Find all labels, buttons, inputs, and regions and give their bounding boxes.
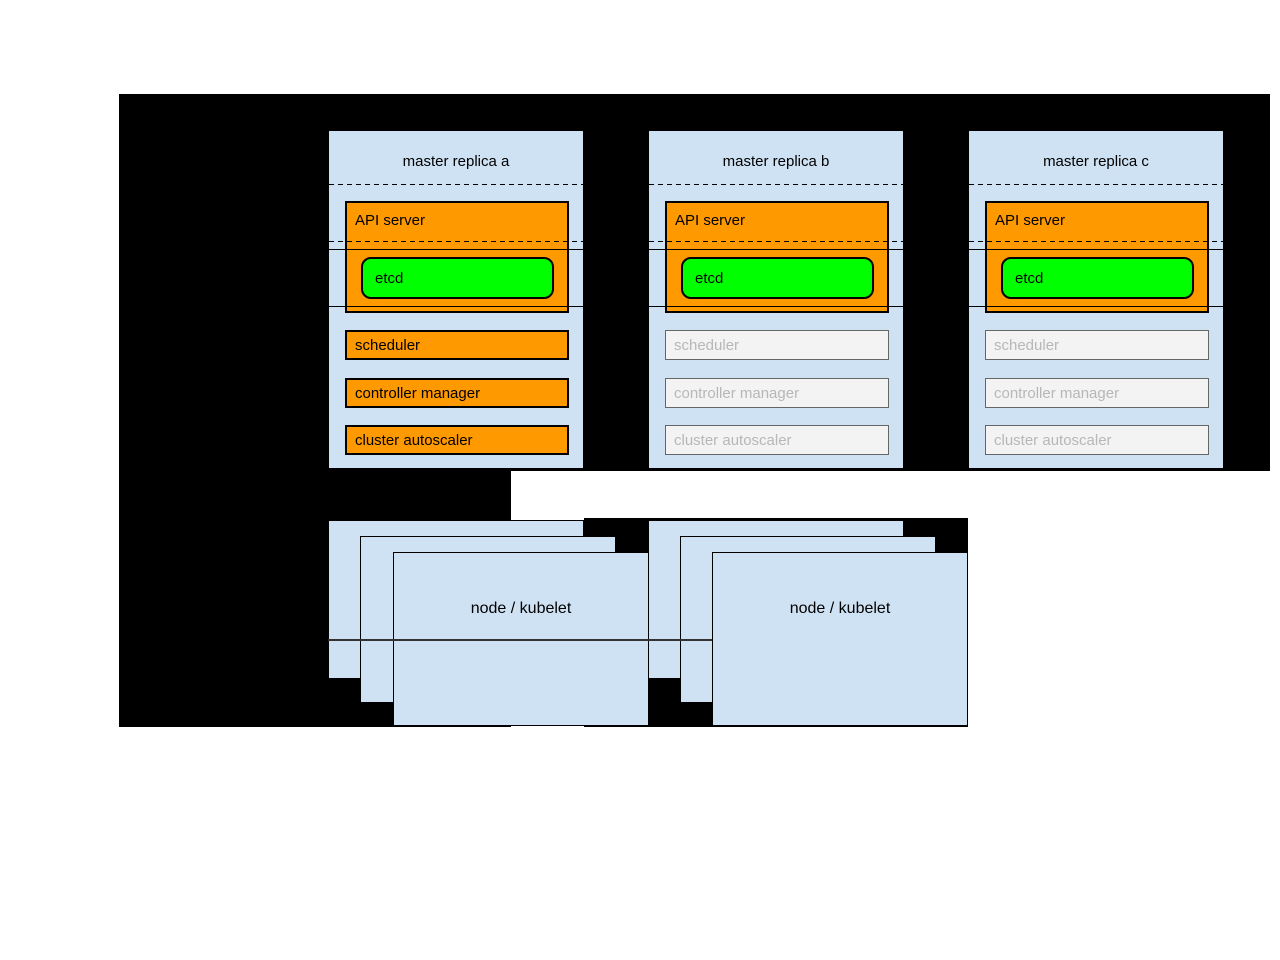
- etcd-lane-top-line: [649, 249, 903, 250]
- scheduler-box-inactive: scheduler: [985, 330, 1209, 360]
- etcd-lane-top-line: [969, 249, 1223, 250]
- controller-manager-box: controller manager: [345, 378, 569, 408]
- scheduler-label: scheduler: [674, 336, 740, 354]
- master-replica-title: master replica a: [402, 153, 510, 170]
- title-divider-dashed-line: [329, 184, 583, 185]
- node-kubelet-label: node / kubelet: [789, 600, 891, 617]
- node-box-front: node / kubelet: [712, 552, 968, 726]
- etcd-lane-bottom-line: [649, 306, 903, 307]
- api-lane-dashed-line: [649, 241, 903, 242]
- api-lane-dashed-line: [969, 241, 1223, 242]
- master-replica-title: master replica c: [1043, 153, 1149, 170]
- cluster-autoscaler-label: cluster autoscaler: [994, 431, 1112, 449]
- cluster-autoscaler-box: cluster autoscaler: [345, 425, 569, 455]
- master-replica-c-panel: master replica c API server etcd schedul…: [968, 130, 1224, 469]
- master-replica-b-panel: master replica b API server etcd schedul…: [648, 130, 904, 469]
- scheduler-label: scheduler: [994, 336, 1060, 354]
- title-divider-dashed-line: [969, 184, 1223, 185]
- etcd-lane-top-line: [329, 249, 583, 250]
- api-server-label: API server: [355, 212, 426, 229]
- etcd-lane-bottom-line: [329, 306, 583, 307]
- scheduler-box-inactive: scheduler: [665, 330, 889, 360]
- cluster-autoscaler-label: cluster autoscaler: [674, 431, 792, 449]
- etcd-lane-bottom-line: [969, 306, 1223, 307]
- scheduler-box: scheduler: [345, 330, 569, 360]
- controller-manager-label: controller manager: [674, 384, 800, 402]
- cluster-autoscaler-box-inactive: cluster autoscaler: [985, 425, 1209, 455]
- controller-manager-box-inactive: controller manager: [665, 378, 889, 408]
- etcd-label: etcd: [695, 269, 724, 287]
- controller-manager-box-inactive: controller manager: [985, 378, 1209, 408]
- scheduler-label: scheduler: [355, 336, 421, 354]
- etcd-box: etcd: [361, 257, 554, 299]
- etcd-box: etcd: [681, 257, 874, 299]
- api-server-label: API server: [995, 212, 1066, 229]
- cluster-autoscaler-box-inactive: cluster autoscaler: [665, 425, 889, 455]
- title-divider-dashed-line: [649, 184, 903, 185]
- master-replica-title: master replica b: [722, 153, 830, 170]
- api-lane-dashed-line: [329, 241, 583, 242]
- cluster-autoscaler-label: cluster autoscaler: [355, 431, 473, 449]
- etcd-label: etcd: [375, 269, 404, 287]
- node-kubelet-label: node / kubelet: [470, 600, 572, 617]
- api-server-label: API server: [675, 212, 746, 229]
- node-lane-divider-line: [328, 639, 712, 641]
- master-replica-a-panel: master replica a API server etcd schedul…: [328, 130, 584, 469]
- controller-manager-label: controller manager: [994, 384, 1120, 402]
- controller-manager-label: controller manager: [355, 384, 481, 402]
- etcd-box: etcd: [1001, 257, 1194, 299]
- etcd-label: etcd: [1015, 269, 1044, 287]
